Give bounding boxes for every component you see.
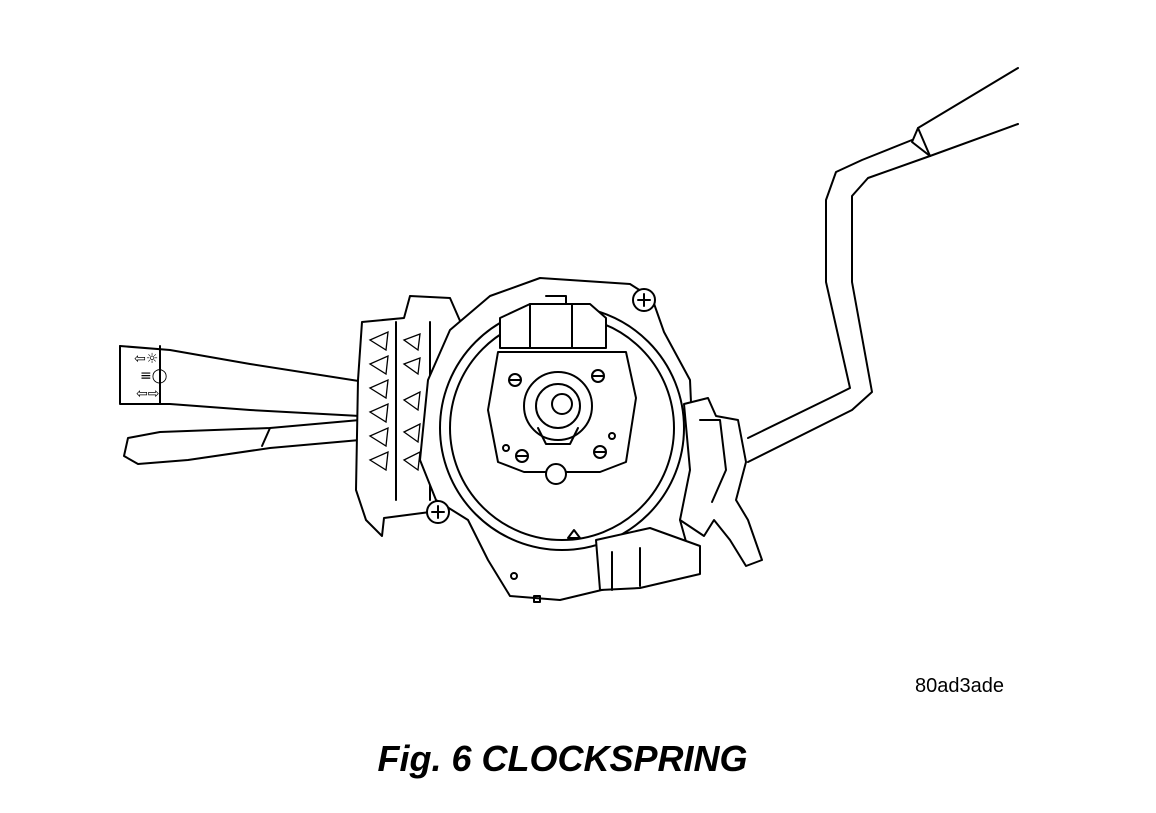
left-stalk-lever: ⇦☼ ≡◯ ⇦⇨	[119, 345, 366, 417]
lever-symbol-icon: ⇦☼	[134, 351, 158, 367]
clockspring-housing	[419, 277, 695, 603]
right-switch-module	[595, 397, 763, 591]
arrow-icon: ⇦⇨	[136, 386, 159, 402]
lower-left-lever	[123, 419, 361, 465]
figure-caption: Fig. 6 CLOCKSPRING	[377, 738, 748, 779]
right-stalk-lever	[747, 67, 1019, 463]
lever-symbol-icon: ≡◯	[140, 368, 167, 384]
figure-code: 80ad3ade	[915, 675, 1004, 697]
